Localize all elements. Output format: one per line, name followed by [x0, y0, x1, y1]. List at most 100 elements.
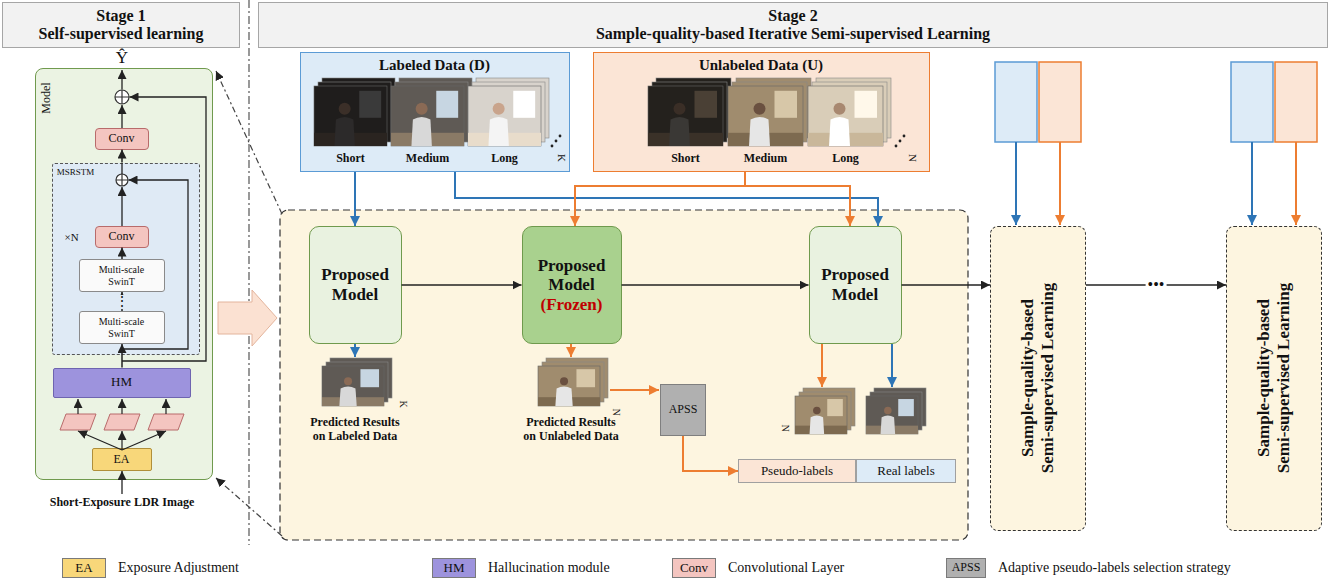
photo — [648, 86, 723, 146]
data-arrow — [1295, 142, 1297, 225]
unlabeled-data-mini — [1275, 62, 1317, 142]
conv-box: Conv — [95, 128, 149, 150]
photo-window — [360, 369, 379, 387]
label-holder: N — [779, 424, 791, 431]
ellipsis-dot — [895, 145, 898, 148]
labeled-data-mini — [995, 62, 1037, 142]
exposure-adjustment: EA — [92, 448, 152, 472]
person-body — [334, 117, 354, 146]
connector — [622, 284, 809, 286]
legend-key-text: EA — [75, 561, 92, 576]
figure-label: N — [779, 424, 791, 431]
legend-text-holder: Convolutional Layer — [728, 558, 844, 578]
text-holder: Labeled Data (D) — [379, 57, 490, 74]
text-holder: Pseudo-labels — [761, 464, 833, 479]
person-head — [344, 377, 352, 385]
person-head — [813, 407, 821, 415]
label-holder: Long — [832, 152, 859, 166]
ellipsis-dot — [559, 135, 562, 138]
output-arrow — [570, 344, 572, 357]
label-holder: Short — [336, 152, 365, 166]
data-arrow — [1059, 142, 1061, 225]
pseudo-label-box: Pseudo-labels — [738, 459, 856, 484]
person-head — [416, 103, 428, 115]
photo — [314, 86, 387, 146]
output-arrow — [891, 344, 893, 387]
swint-box: Multi-scale SwinT — [79, 311, 165, 344]
person-head — [834, 103, 846, 115]
person-head — [754, 103, 766, 115]
label-holder: K — [556, 154, 569, 162]
person-body — [881, 416, 896, 434]
model-block: Proposed Model — [309, 226, 402, 344]
figure-label: Ŷ — [116, 48, 128, 68]
photo — [322, 366, 384, 406]
text-holder: APSS — [669, 403, 698, 417]
text-holder: Conv — [108, 230, 134, 244]
node-text: Stage 2 — [768, 7, 817, 25]
edge-label: ⋮ — [113, 295, 131, 309]
person-head — [493, 103, 505, 115]
photo-window — [576, 369, 595, 387]
swint-box: Multi-scale SwinT — [79, 259, 165, 292]
figure-label: Predicted Results on Unlabeled Data — [522, 416, 621, 444]
output-arrow — [821, 344, 823, 387]
arrow — [610, 389, 659, 391]
figure-label: Short-Exposure LDR Image — [50, 496, 194, 510]
photo-window — [513, 91, 535, 118]
legend-text-holder: Hallucination module — [488, 558, 610, 578]
figure-label: N — [610, 408, 622, 415]
model-block: Proposed Model — [809, 226, 902, 344]
figure-label: N — [907, 154, 920, 162]
arrow — [122, 431, 166, 450]
text-holder: Proposed Model — [526, 256, 618, 295]
node-text: Proposed Model — [526, 256, 618, 295]
node-text: Multi-scale SwinT — [97, 264, 146, 287]
figure-label: Short — [336, 152, 365, 166]
arrow — [78, 431, 122, 450]
text-holder: Multi-scale SwinT — [97, 264, 146, 287]
text-holder: Self-supervised learning — [39, 25, 204, 43]
photo-window — [775, 91, 798, 118]
sum-circle — [116, 174, 128, 186]
node-text: Sample-quality-based Semi-supervised Lea… — [1018, 281, 1057, 475]
node-text: HM — [111, 375, 132, 390]
node-text: Stage 1 — [96, 7, 145, 25]
connector — [745, 172, 850, 226]
exposure-image-slice — [104, 414, 140, 430]
hallucination-module: HM — [53, 368, 191, 398]
legend-key-text: HM — [444, 561, 465, 576]
transfer-arrow — [218, 290, 277, 346]
text-holder: Model — [40, 82, 54, 113]
label-holder: N — [907, 154, 920, 162]
input-arrow — [121, 471, 122, 494]
person-head — [884, 407, 892, 415]
arrow — [121, 187, 122, 226]
edge-label: ••• — [1146, 277, 1167, 293]
sum-cross — [115, 90, 129, 104]
ssl-stage-block: Sample-quality-based Semi-supervised Lea… — [990, 226, 1086, 531]
person-body — [829, 117, 850, 146]
node-text: ×N — [64, 230, 78, 243]
node-text: MSRSTM — [57, 166, 95, 176]
person-body — [488, 117, 508, 146]
node-text: Pseudo-labels — [761, 464, 833, 479]
label-holder: Medium — [744, 152, 787, 166]
text-holder: ×N — [64, 230, 78, 243]
text-holder: Multi-scale SwinT — [97, 316, 146, 339]
sum-cross — [116, 174, 128, 186]
apss-box: APSS — [660, 384, 706, 436]
node-text: Proposed Model — [313, 265, 398, 304]
node-text: Unlabeled Data (U) — [699, 57, 823, 74]
photo — [538, 366, 600, 406]
label-holder: Predicted Results on Labeled Data — [309, 416, 402, 444]
node-text: Proposed Model — [813, 265, 898, 304]
legend-text: Exposure Adjustment — [118, 560, 239, 576]
label-holder: Short-Exposure LDR Image — [50, 496, 194, 510]
connector — [575, 172, 745, 226]
person-head — [674, 103, 686, 115]
figure-label: Long — [491, 152, 518, 166]
label-holder: Predicted Results on Unlabeled Data — [522, 416, 621, 444]
connector — [455, 172, 878, 226]
person-body — [411, 117, 431, 146]
